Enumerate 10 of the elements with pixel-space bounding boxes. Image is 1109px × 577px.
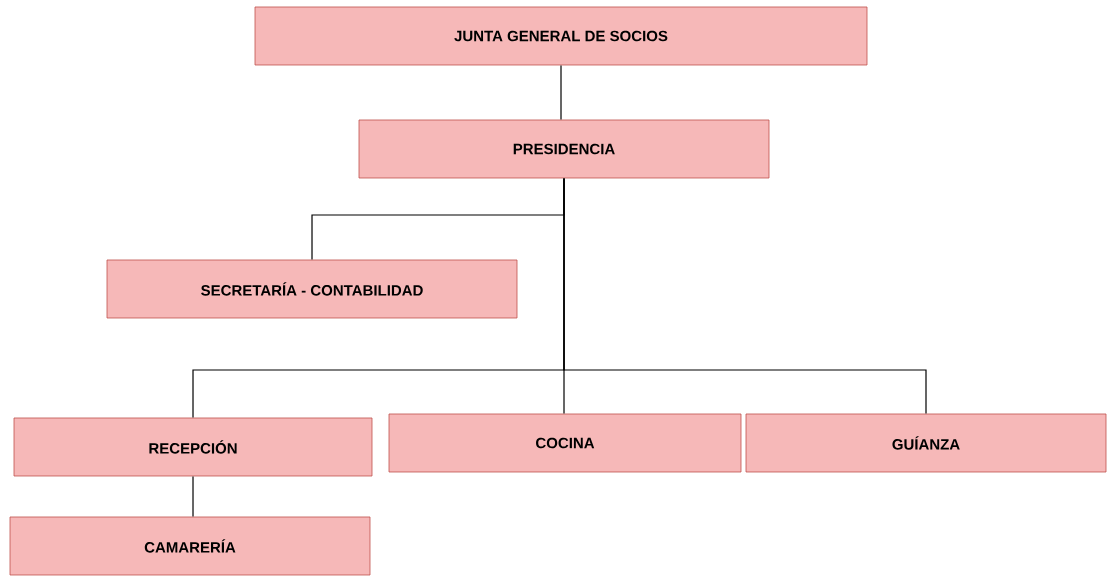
org-box: COCINA	[388, 413, 742, 473]
connector-line	[192, 475, 194, 518]
org-box: SECRETARÍA - CONTABILIDAD	[106, 259, 518, 319]
org-box: CAMARERÍA	[9, 516, 371, 576]
org-box: PRESIDENCIA	[358, 119, 770, 179]
connector-line	[560, 64, 562, 121]
org-box: GUÍANZA	[745, 413, 1107, 473]
org-box: RECEPCIÓN	[13, 417, 373, 477]
org-box: JUNTA GENERAL DE SOCIOS	[254, 6, 868, 66]
connector-line	[563, 177, 927, 415]
